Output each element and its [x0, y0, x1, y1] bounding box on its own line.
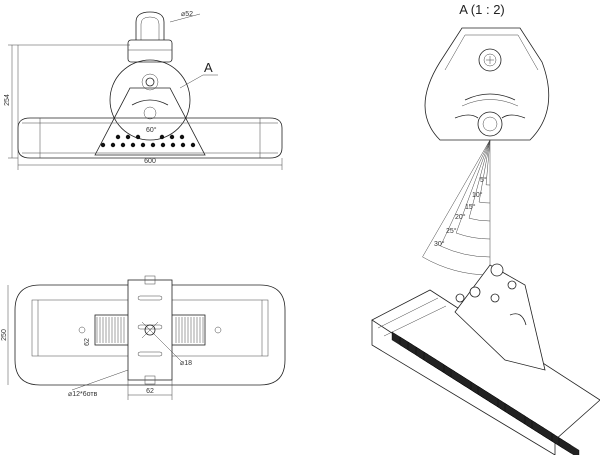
front-bracket-holes: [100, 134, 196, 148]
angle-label: 15°: [465, 203, 476, 211]
led-module: [531, 420, 553, 442]
bracket-hole: [115, 134, 121, 140]
angle-label: 5°: [480, 176, 487, 184]
bottom-fins: [96, 317, 204, 343]
bracket-hole: [159, 134, 165, 140]
front-dim-height: 254: [4, 94, 11, 106]
detail-bracket: [424, 27, 550, 141]
front-shackle: [135, 11, 165, 44]
iso-housing-side: [371, 320, 556, 455]
led-module: [477, 386, 499, 408]
front-angle-label: 60°: [146, 126, 157, 134]
front-housing: [17, 117, 283, 159]
bottom-dim-62-h: 62: [146, 388, 154, 395]
led-module: [450, 368, 472, 391]
angle-arc: [479, 201, 491, 204]
angle-ray: [485, 139, 491, 185]
angle-label: 10°: [472, 191, 483, 199]
detail-angle-fan: [422, 139, 491, 280]
detail-title: A (1 : 2): [459, 2, 505, 17]
angle-ray: [440, 139, 491, 247]
bracket-hole: [100, 142, 106, 148]
angle-arc: [422, 256, 491, 276]
led-module: [423, 351, 445, 373]
bracket-hole: [110, 142, 116, 148]
led-module: [558, 437, 580, 455]
iso-led-panel: [391, 331, 580, 455]
front-bracket: [94, 87, 206, 156]
bracket-hole: [160, 142, 166, 148]
bracket-hole: [150, 142, 156, 148]
angle-arc: [440, 245, 491, 258]
bottom-dim-hole: ⌀18: [180, 360, 192, 367]
bottom-housing: [14, 284, 286, 386]
iso-bracket: [454, 264, 546, 371]
angle-arc: [468, 217, 491, 222]
bracket-hole: [179, 134, 185, 140]
angle-ray: [468, 139, 491, 219]
angle-ray: [422, 139, 491, 258]
bracket-hole: [135, 134, 141, 140]
bottom-hole: [144, 324, 156, 336]
bottom-view: 250 62 62 ⌀18 ⌀12*6отв: [1, 275, 286, 400]
bottom-dim-62-v: 62: [84, 338, 91, 346]
bracket-hole: [125, 134, 131, 140]
detail-angle-labels: 5° 10° 15° 20° 25° 30°: [434, 176, 487, 248]
isometric-view: [371, 263, 600, 455]
bracket-hole: [190, 142, 196, 148]
bottom-dim-holes-note: ⌀12*6отв: [68, 391, 98, 398]
angle-label: 25°: [446, 227, 457, 235]
bracket-hole: [169, 134, 175, 140]
front-dim-ring: ⌀52: [181, 11, 193, 18]
front-dim-width: 600: [144, 158, 156, 165]
bracket-hole: [130, 142, 136, 148]
bracket-hole: [180, 142, 186, 148]
detail-top-bolt: [478, 48, 502, 72]
detail-scale-arc: [464, 93, 516, 101]
angle-arc: [456, 232, 491, 240]
angle-label: 30°: [434, 240, 445, 248]
led-module: [504, 403, 526, 425]
front-callout: A: [204, 60, 213, 75]
angle-ray: [478, 139, 491, 203]
front-disc: [109, 59, 191, 141]
angle-label: 20°: [455, 213, 466, 221]
bracket-hole: [120, 142, 126, 148]
detail-bottom-bolt: [477, 111, 503, 137]
bracket-hole: [170, 142, 176, 148]
angle-ray: [455, 139, 491, 234]
front-view: 254 600 ⌀52 60° A: [4, 11, 283, 170]
detail-view: A (1 : 2) 5° 10° 15° 20° 25° 30°: [422, 2, 550, 280]
bracket-hole: [140, 142, 146, 148]
bottom-dim-height: 250: [1, 329, 8, 341]
front-clamp: [127, 39, 173, 63]
